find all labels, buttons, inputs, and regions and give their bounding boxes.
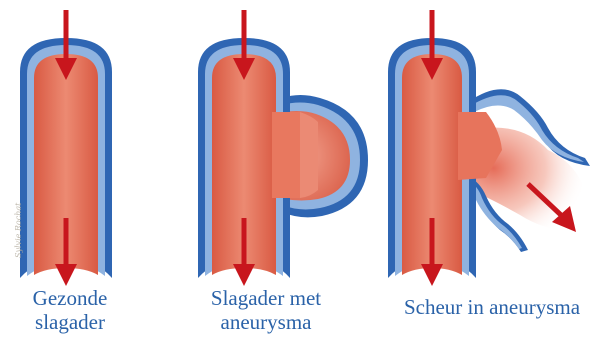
panel-rupture	[388, 10, 590, 286]
artery-rupture	[388, 38, 590, 278]
caption-rupture: Scheur in aneurysma	[376, 295, 608, 319]
caption-aneurysm: Slagader met aneurysma	[166, 286, 366, 334]
aneurysm-neck-blend	[300, 112, 318, 198]
artery-aneurysm	[198, 38, 368, 278]
caption-healthy: Gezonde slagader	[12, 286, 128, 334]
caption-line: Slagader met	[166, 286, 366, 310]
caption-line: aneurysma	[166, 310, 366, 334]
caption-line: slagader	[12, 310, 128, 334]
artist-signature: Sylvie Rochat	[14, 203, 23, 258]
aneurysm-neck	[272, 112, 300, 198]
caption-line: Gezonde	[12, 286, 128, 310]
panel-aneurysm	[198, 10, 368, 286]
caption-line: Scheur in aneurysma	[376, 295, 608, 319]
panel-healthy	[20, 10, 112, 286]
